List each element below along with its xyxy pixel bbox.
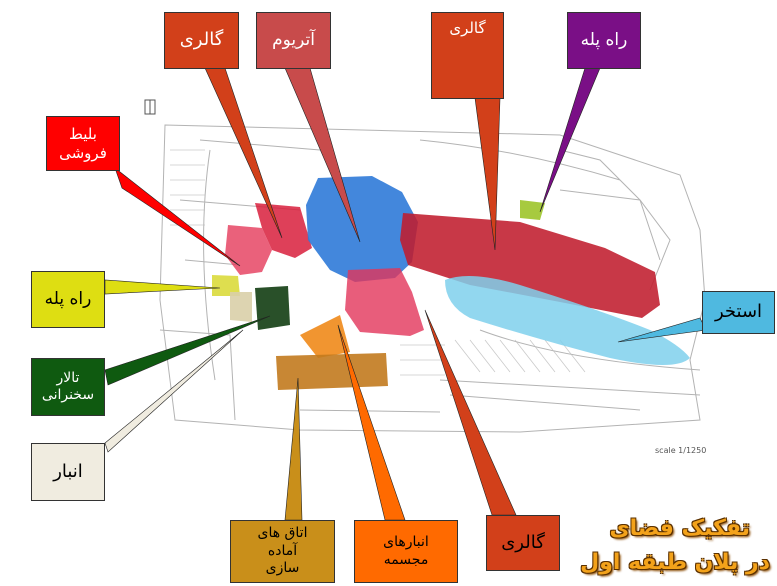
label-pool: استخر (702, 291, 775, 334)
title-line-1: تفکیک فضای (609, 516, 750, 541)
label-gallery-top-right: گالری (431, 12, 504, 99)
plan-linework (159, 124, 706, 433)
zone-gallery-center (345, 268, 424, 336)
zone-storage (230, 292, 252, 322)
zone-stairs-left (212, 275, 240, 296)
label-prep-rooms: اتاق های آماده سازی (230, 520, 335, 583)
leader-lines (104, 67, 707, 521)
leader-stairs-top (539, 67, 601, 213)
leader-ticket (114, 167, 241, 267)
plan-hatching (170, 149, 586, 376)
zone-atrium (306, 176, 418, 282)
leader-gallery-top-left (204, 67, 283, 239)
zone-prep (276, 353, 388, 390)
zone-gallery-left (255, 203, 312, 258)
label-stairs-top: راه پله (567, 12, 641, 69)
label-ticket-office: بلیط فروشی (46, 116, 120, 171)
title-line-2: در پلان طبقه اول (580, 550, 770, 575)
label-lecture-hall: تالار سخنرانی (31, 358, 105, 416)
zone-sculpture (300, 315, 350, 358)
leader-stairs-left (104, 279, 221, 295)
north-arrow-icon (144, 99, 156, 115)
zone-gallery-right (400, 213, 660, 318)
label-storage: انبار (31, 443, 105, 501)
label-stairs-left: راه پله (31, 271, 105, 328)
label-sculpture-storage: انبارهای مجسمه (354, 520, 458, 583)
label-atrium: آتریوم (256, 12, 331, 69)
leader-lecture (104, 315, 271, 386)
leader-storage (104, 329, 244, 453)
scale-text: scale 1/1250 (655, 446, 706, 455)
zone-stairs-top (520, 200, 545, 220)
leader-prep (284, 377, 303, 521)
zone-pool (445, 276, 690, 365)
label-gallery-top-left: گالری (164, 12, 239, 69)
zone-lecture (255, 286, 290, 330)
label-gallery-bottom: گالری (486, 515, 560, 571)
zone-ticket (225, 225, 272, 275)
